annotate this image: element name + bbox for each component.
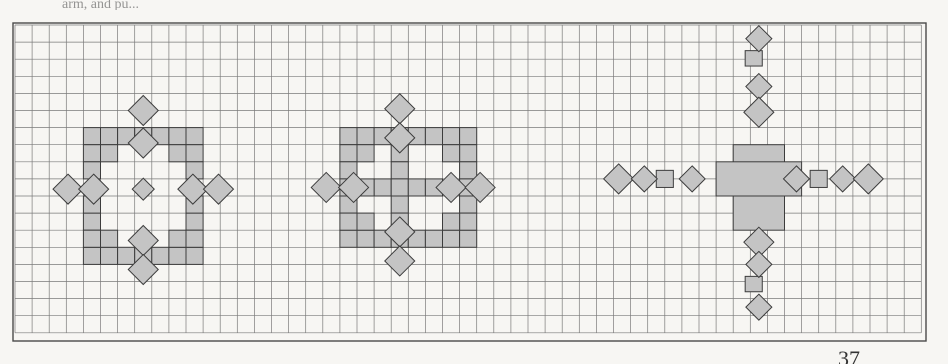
square-tile <box>118 247 135 264</box>
diamond-tile <box>746 251 772 277</box>
pattern-square-frame-with-cross <box>311 94 495 276</box>
square-tile <box>357 145 374 162</box>
square-tile <box>745 51 762 66</box>
square-tile <box>425 128 442 145</box>
square-tile <box>169 145 186 162</box>
square-tile <box>152 247 169 264</box>
square-tile <box>460 196 477 213</box>
square-tile <box>460 213 477 230</box>
square-tile <box>186 213 203 230</box>
square-tile <box>83 247 100 264</box>
square-tile <box>374 179 391 196</box>
diamond-tile <box>746 294 772 320</box>
square-tile <box>425 230 442 247</box>
diamond-tile <box>604 164 634 194</box>
diamond-tile <box>311 172 341 202</box>
square-tile <box>340 128 357 145</box>
diamond-tile <box>746 26 772 52</box>
square-tile <box>186 145 203 162</box>
square-tile <box>83 213 100 230</box>
square-tile <box>443 213 460 230</box>
square-tile <box>186 230 203 247</box>
square-tile <box>745 276 762 291</box>
square-tile <box>460 145 477 162</box>
diamond-tile <box>679 166 705 192</box>
square-tile <box>83 128 100 145</box>
square-tile <box>340 230 357 247</box>
square-tile <box>169 247 186 264</box>
square-tile <box>186 128 203 145</box>
square-tile <box>460 230 477 247</box>
pattern-large-cross <box>604 26 884 320</box>
square-tile <box>391 162 408 179</box>
diamond-tile <box>132 178 154 200</box>
square-tile <box>340 145 357 162</box>
square-tile <box>357 230 374 247</box>
diamond-tile <box>853 164 883 194</box>
diamond-tile <box>385 246 415 276</box>
square-tile <box>460 162 477 179</box>
square-tile <box>101 230 118 247</box>
square-tile <box>810 170 827 187</box>
square-tile <box>101 145 118 162</box>
square-tile <box>186 247 203 264</box>
square-tile <box>169 230 186 247</box>
diamond-tile <box>631 166 657 192</box>
square-tile <box>357 213 374 230</box>
square-tile <box>656 170 673 187</box>
square-tile <box>443 145 460 162</box>
square-tile <box>101 247 118 264</box>
square-tile <box>101 128 118 145</box>
diamond-tile <box>830 166 856 192</box>
square-tile <box>391 179 408 196</box>
diamond-tile <box>744 97 774 127</box>
square-tile <box>357 128 374 145</box>
square-tile <box>443 128 460 145</box>
diamond-tile <box>385 94 415 124</box>
square-tile <box>83 230 100 247</box>
pattern-ring-with-diamonds <box>53 96 233 285</box>
square-tile <box>340 213 357 230</box>
square-tile <box>460 128 477 145</box>
square-tile <box>391 196 408 213</box>
square-tile <box>408 179 425 196</box>
page-number: 37 <box>838 348 860 364</box>
square-tile <box>83 145 100 162</box>
square-tile <box>443 230 460 247</box>
diamond-tile <box>746 74 772 100</box>
diamond-tile <box>128 96 158 126</box>
square-tile <box>169 128 186 145</box>
